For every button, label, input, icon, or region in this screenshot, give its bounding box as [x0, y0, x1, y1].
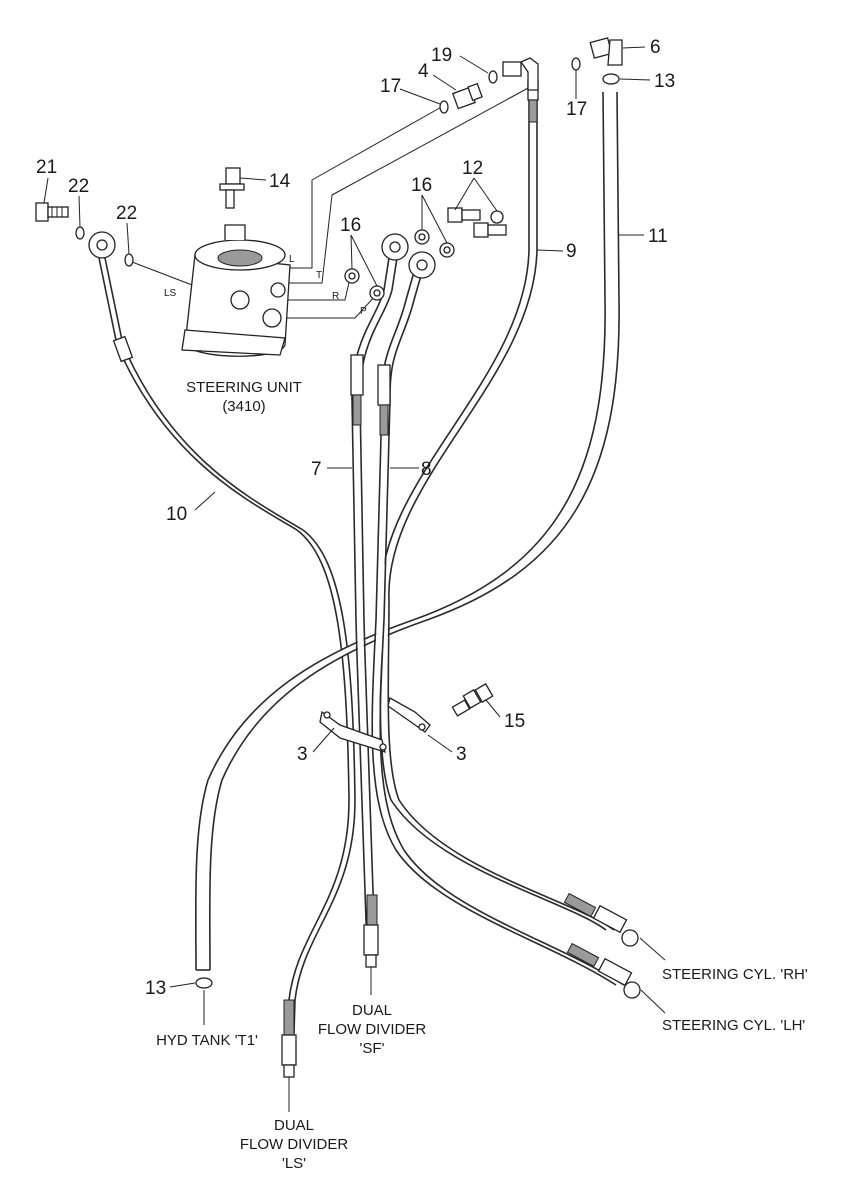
oring-17a — [439, 100, 449, 114]
flow-divider-ls-label-2: FLOW DIVIDER — [240, 1136, 349, 1153]
callout-11: 11 — [648, 226, 668, 247]
flow-divider-ls-label-1: DUAL — [274, 1117, 314, 1134]
port-LS: LS — [164, 288, 177, 299]
steering-cyl-lh-label: STEERING CYL. 'LH' — [662, 1017, 805, 1034]
callout-9: 9 — [566, 241, 577, 262]
callout-6: 6 — [650, 37, 661, 58]
component-labels: STEERING UNIT (3410) HYD TANK 'T1' DUAL … — [156, 379, 808, 1172]
bolt-15 — [451, 683, 494, 717]
steering-cyl-rh-label: STEERING CYL. 'RH' — [662, 966, 808, 983]
washer-22b — [124, 253, 134, 267]
callout-16-upper: 16 — [411, 175, 432, 196]
flow-divider-sf-label-1: DUAL — [352, 1002, 392, 1019]
hose-7 — [351, 244, 400, 951]
callout-leaders — [43, 46, 666, 1112]
cap-13-bottom — [195, 977, 213, 989]
flow-divider-ls-label-3: 'LS' — [282, 1155, 306, 1172]
callout-3-left: 3 — [297, 744, 308, 765]
callout-numbers: 21 22 22 14 17 4 19 6 13 17 12 16 16 9 1… — [36, 37, 675, 999]
callout-22-right: 22 — [116, 203, 137, 224]
port-L: L — [289, 254, 295, 265]
hose-11 — [194, 91, 620, 971]
hose-8 — [371, 264, 625, 988]
steering-unit-label: STEERING UNIT — [186, 379, 302, 396]
oring-19 — [488, 70, 498, 84]
cap-13-top — [602, 73, 620, 85]
washer-22a — [75, 226, 85, 240]
callout-17-right: 17 — [566, 99, 587, 120]
callout-19: 19 — [431, 45, 452, 66]
elbow-6 — [589, 37, 623, 66]
bolts-12 — [447, 207, 507, 238]
port-letters: L T LS R P — [164, 254, 367, 317]
callout-4: 4 — [418, 61, 429, 82]
callout-3-right: 3 — [456, 744, 467, 765]
callout-21: 21 — [36, 157, 57, 178]
hose-fittings — [112, 81, 641, 1078]
callout-17-left: 17 — [380, 76, 401, 97]
port-T: T — [316, 270, 322, 281]
port-R: R — [332, 291, 339, 302]
steering-unit-code: (3410) — [222, 398, 265, 415]
clamps-3 — [319, 697, 431, 753]
hose-10 — [98, 257, 356, 1066]
bolt-21 — [35, 202, 69, 222]
banjo-eyes — [88, 231, 436, 279]
port-P: P — [360, 306, 367, 317]
callout-7: 7 — [311, 459, 322, 480]
washers-16 — [344, 229, 455, 301]
steering-unit — [181, 224, 291, 357]
fitting-top-9 — [502, 57, 539, 91]
adapter-4 — [451, 82, 483, 110]
callout-22-left: 22 — [68, 176, 89, 197]
oring-17b — [571, 57, 581, 71]
callout-12: 12 — [462, 158, 483, 179]
bolt-14 — [219, 167, 245, 209]
callout-8: 8 — [421, 459, 432, 480]
hyd-tank-label: HYD TANK 'T1' — [156, 1032, 258, 1049]
callout-13-top: 13 — [654, 71, 675, 92]
callout-16-lower: 16 — [340, 215, 361, 236]
callout-13-bottom: 13 — [145, 978, 166, 999]
callout-10: 10 — [166, 504, 187, 525]
flow-divider-sf-label-2: FLOW DIVIDER — [318, 1021, 427, 1038]
flow-divider-sf-label-3: 'SF' — [360, 1040, 385, 1057]
callout-15: 15 — [504, 711, 525, 732]
callout-14: 14 — [269, 171, 291, 192]
